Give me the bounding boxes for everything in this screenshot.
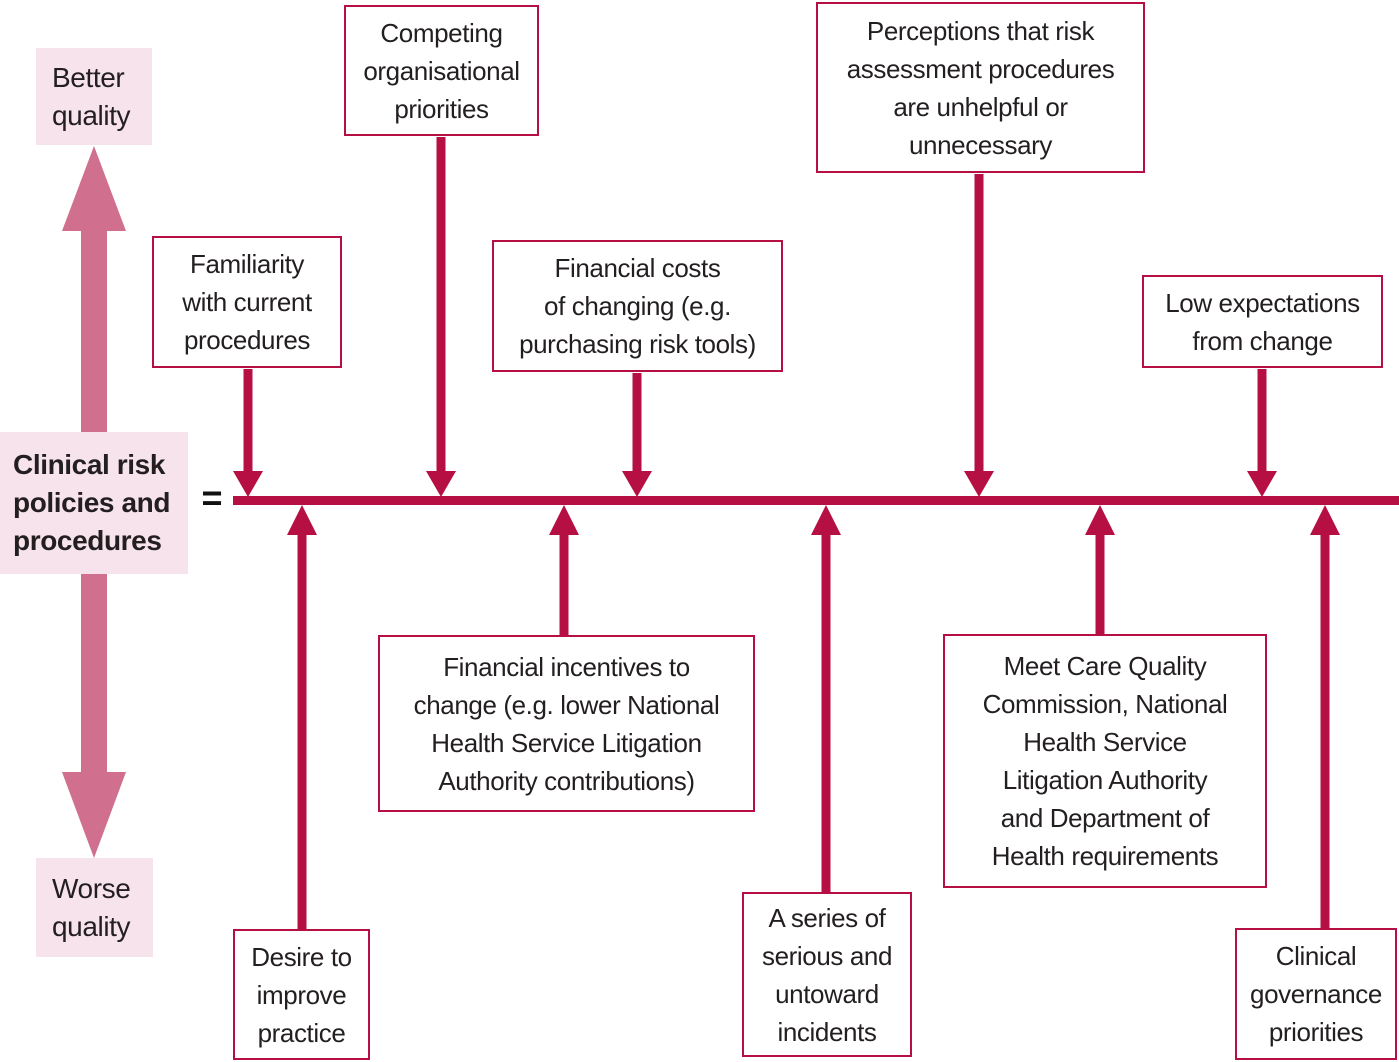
force-box-desire-improve: Desire to improve practice <box>233 929 370 1060</box>
quality-axis-down-arrowhead-icon <box>62 772 126 858</box>
equilibrium-line <box>233 496 1399 505</box>
down-arrow-competing-priorities <box>426 137 456 497</box>
down-arrow-financial-costs <box>622 373 652 497</box>
force-box-meet-requirements: Meet Care Quality Commission, National H… <box>943 634 1267 888</box>
force-box-serious-incidents: A series of serious and untoward inciden… <box>742 892 912 1057</box>
up-arrow-desire-improve <box>287 505 317 930</box>
up-arrow-clinical-governance <box>1310 505 1340 929</box>
quality-axis-up-arrowhead-icon <box>62 146 126 231</box>
up-arrow-meet-requirements <box>1085 505 1115 635</box>
subject-label: Clinical risk policies and procedures <box>0 432 188 574</box>
down-arrow-familiarity <box>233 369 263 497</box>
down-arrow-low-expectations <box>1247 369 1277 497</box>
up-arrow-serious-incidents <box>811 505 841 893</box>
better-quality-label: Better quality <box>36 48 152 145</box>
up-arrow-financial-incentives <box>549 505 579 636</box>
force-box-familiarity: Familiarity with current procedures <box>152 236 342 368</box>
equals-sign: = <box>201 477 223 518</box>
force-box-financial-costs: Financial costs of changing (e.g. purcha… <box>492 240 783 372</box>
force-box-financial-incentives: Financial incentives to change (e.g. low… <box>378 635 755 812</box>
force-box-low-expectations: Low expectations from change <box>1142 275 1383 368</box>
force-box-clinical-governance: Clinical governance priorities <box>1235 928 1397 1060</box>
down-arrow-perceptions <box>964 174 994 497</box>
worse-quality-label: Worse quality <box>36 858 153 957</box>
force-box-perceptions: Perceptions that risk assessment procedu… <box>816 2 1145 173</box>
force-box-competing-priorities: Competing organisational priorities <box>344 5 539 136</box>
